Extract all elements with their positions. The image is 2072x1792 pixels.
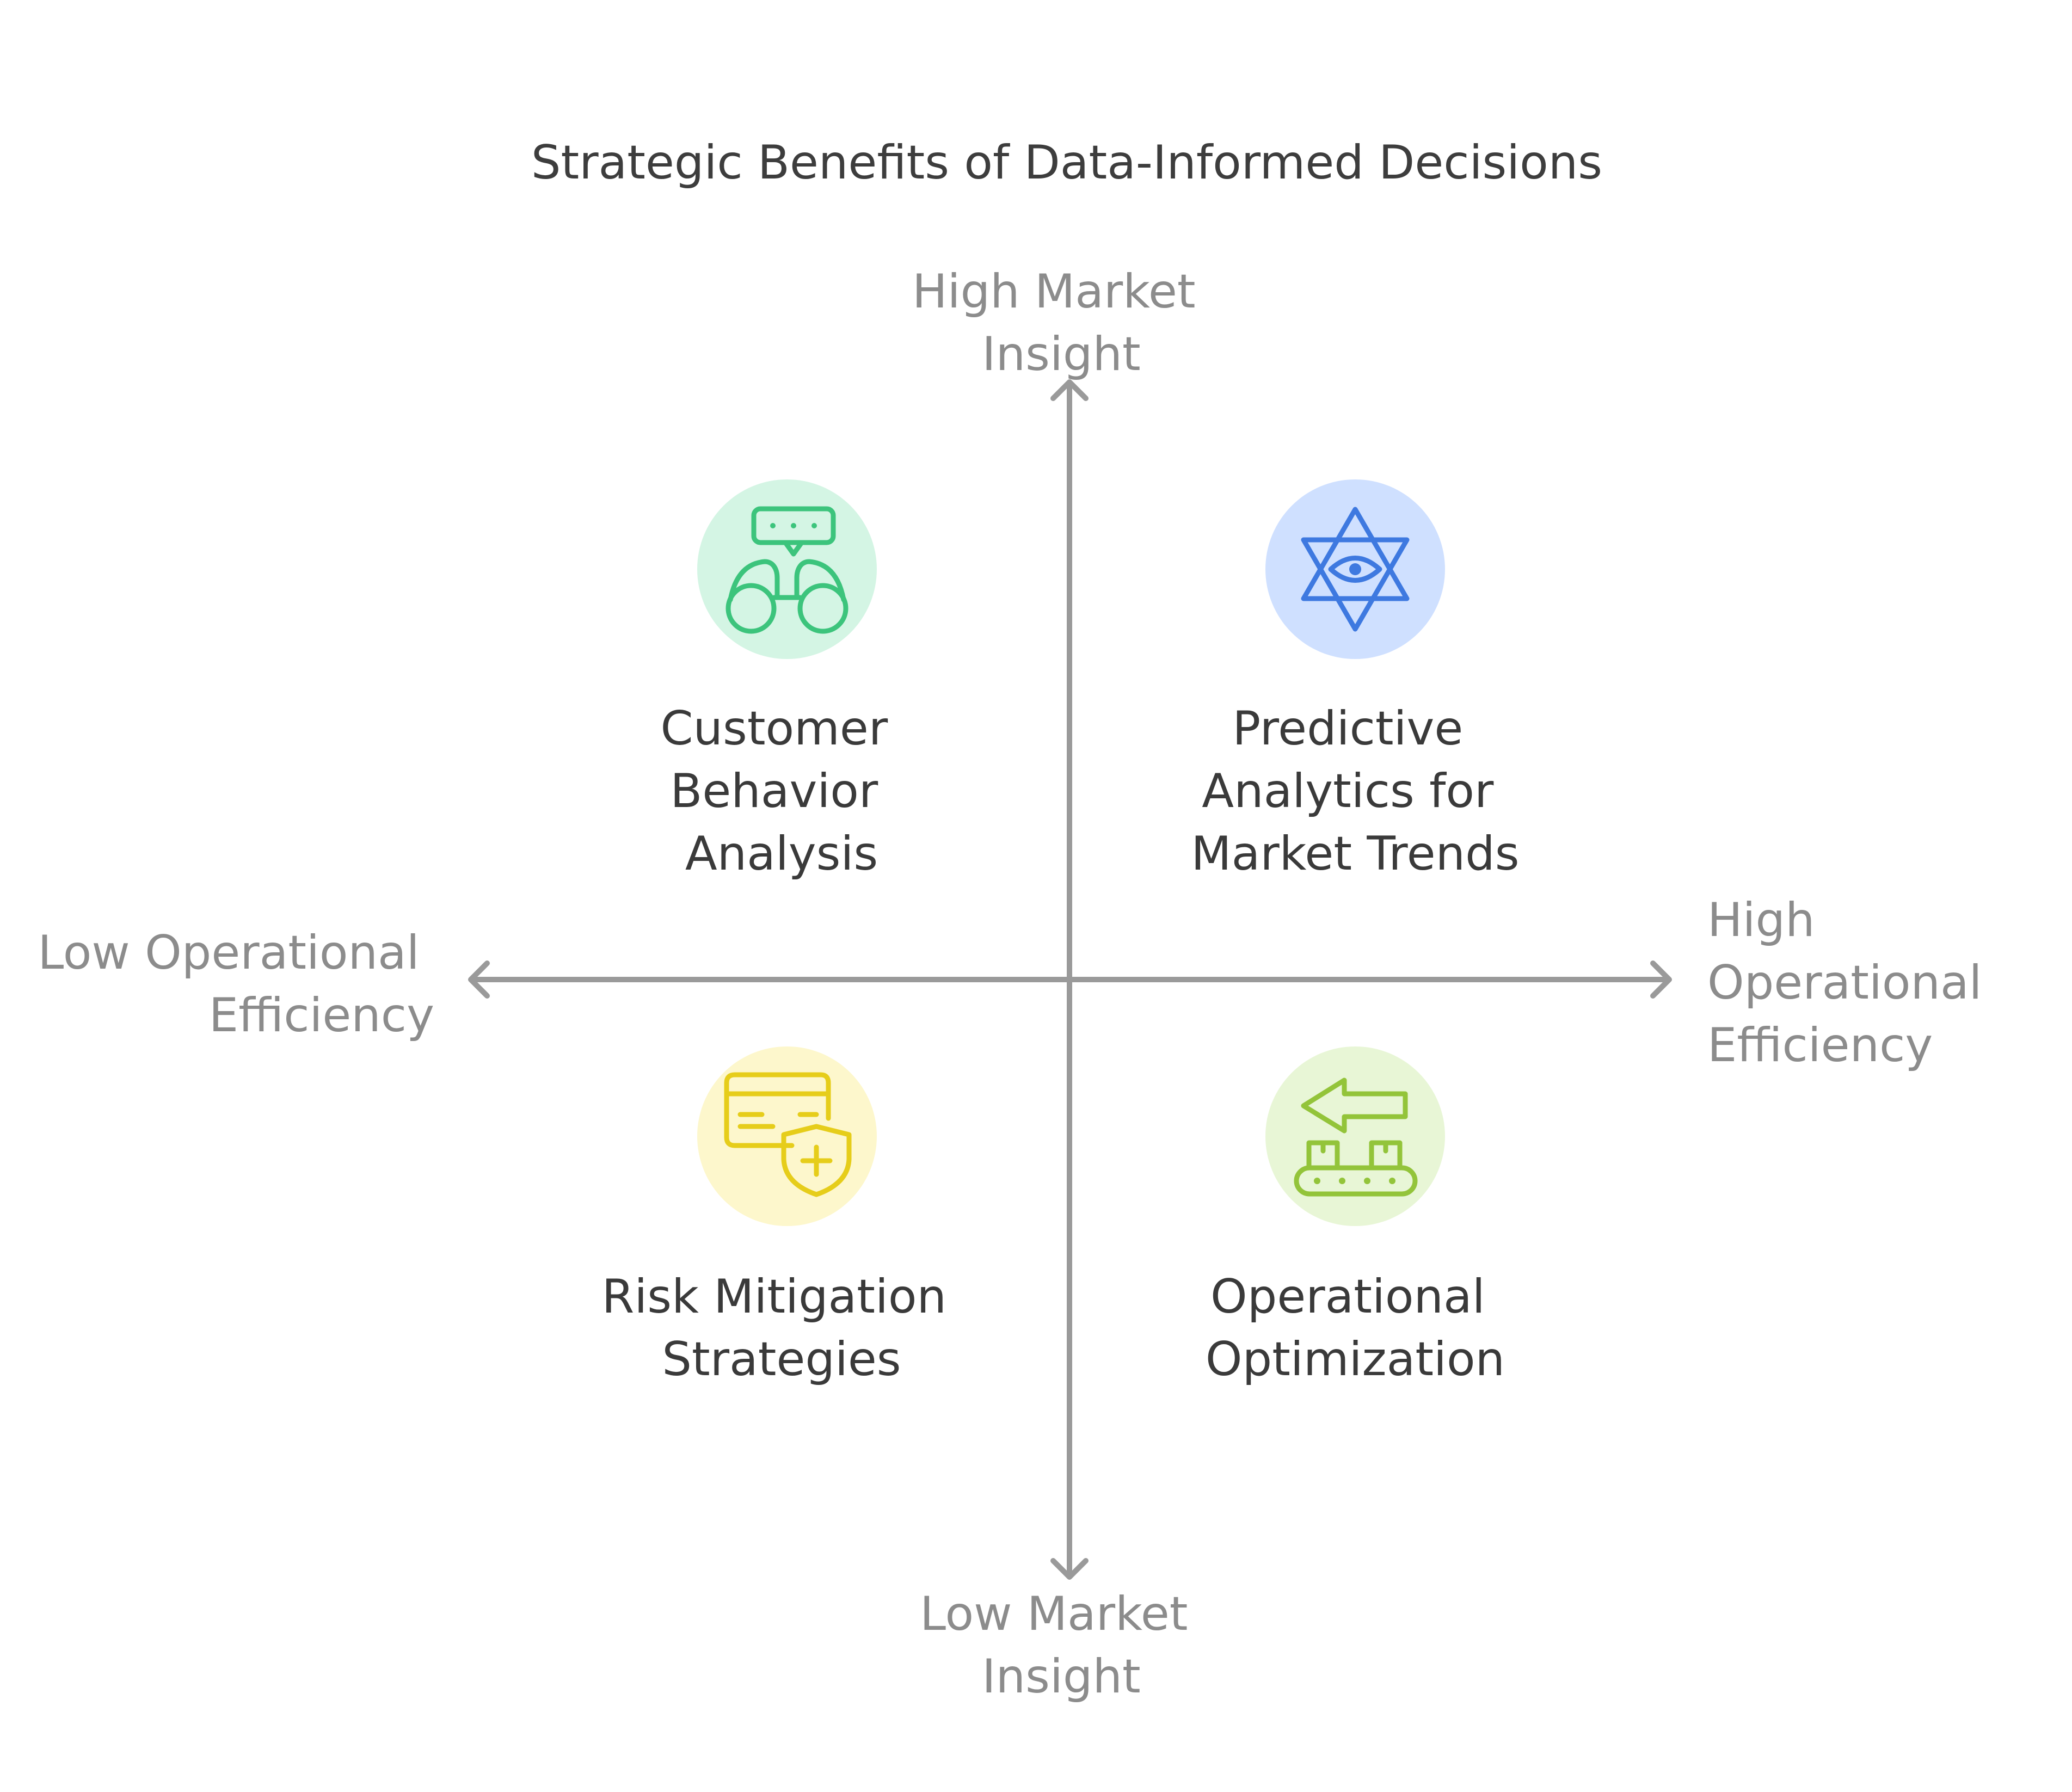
label-line-2: Strategies xyxy=(662,1332,901,1387)
y-axis-low-label: Low Market Insight xyxy=(920,1587,1203,1704)
x-axis-high-label: High Operational Efficiency xyxy=(1707,893,1997,1073)
quadrant-risk-mitigation: Risk Mitigation Strategies xyxy=(602,1046,962,1387)
diagram-title: Strategic Benefits of Data-Informed Deci… xyxy=(531,136,1602,190)
x-axis-low-line-1: Low Operational xyxy=(38,926,419,980)
icon-background xyxy=(1265,1046,1445,1226)
x-axis-high-line-2: Operational xyxy=(1707,956,1982,1010)
y-axis-high-label: High Market Insight xyxy=(912,264,1210,381)
label-line-1: Risk Mitigation xyxy=(602,1270,946,1324)
quadrant-operational-optimization: Operational Optimization xyxy=(1206,1046,1505,1387)
arrow-up-icon xyxy=(1050,379,1089,401)
label-line-1: Predictive xyxy=(1232,701,1463,756)
label-line-2: Optimization xyxy=(1206,1332,1505,1387)
y-axis-high-line-1: High Market xyxy=(912,264,1196,319)
y-axis-low-line-2: Insight xyxy=(982,1649,1140,1704)
x-axis-high-line-1: High xyxy=(1707,893,1815,947)
x-axis-high-line-3: Efficiency xyxy=(1707,1018,1933,1073)
label-line-3: Market Trends xyxy=(1191,827,1519,881)
x-axis-low-line-2: Efficiency xyxy=(209,988,434,1043)
item-label: Customer Behavior Analysis xyxy=(660,701,902,881)
label-line-3: Analysis xyxy=(685,827,878,881)
conveyor-arrow-icon xyxy=(1294,1077,1418,1197)
x-axis-low-label: Low Operational Efficiency xyxy=(38,926,434,1043)
arrow-right-icon xyxy=(1650,960,1672,999)
label-line-1: Operational xyxy=(1210,1270,1485,1324)
card-shield-icon xyxy=(724,1072,852,1197)
star-eye-icon xyxy=(1301,507,1410,632)
quadrant-customer-behavior: Customer Behavior Analysis xyxy=(660,479,902,881)
arrow-left-icon xyxy=(468,960,490,999)
label-line-2: Analytics for xyxy=(1202,764,1494,818)
item-label: Risk Mitigation Strategies xyxy=(602,1270,962,1387)
y-axis-high-line-2: Insight xyxy=(982,327,1140,381)
arrow-down-icon xyxy=(1050,1558,1089,1580)
y-axis-low-line-1: Low Market xyxy=(920,1587,1188,1641)
label-line-1: Customer xyxy=(660,701,888,756)
binoculars-chat-icon xyxy=(725,506,849,634)
item-label: Predictive Analytics for Market Trends xyxy=(1191,701,1519,881)
axes xyxy=(468,379,1672,1580)
label-line-2: Behavior xyxy=(670,764,878,818)
quadrant-predictive-analytics: Predictive Analytics for Market Trends xyxy=(1191,479,1520,881)
item-label: Operational Optimization xyxy=(1206,1270,1505,1387)
